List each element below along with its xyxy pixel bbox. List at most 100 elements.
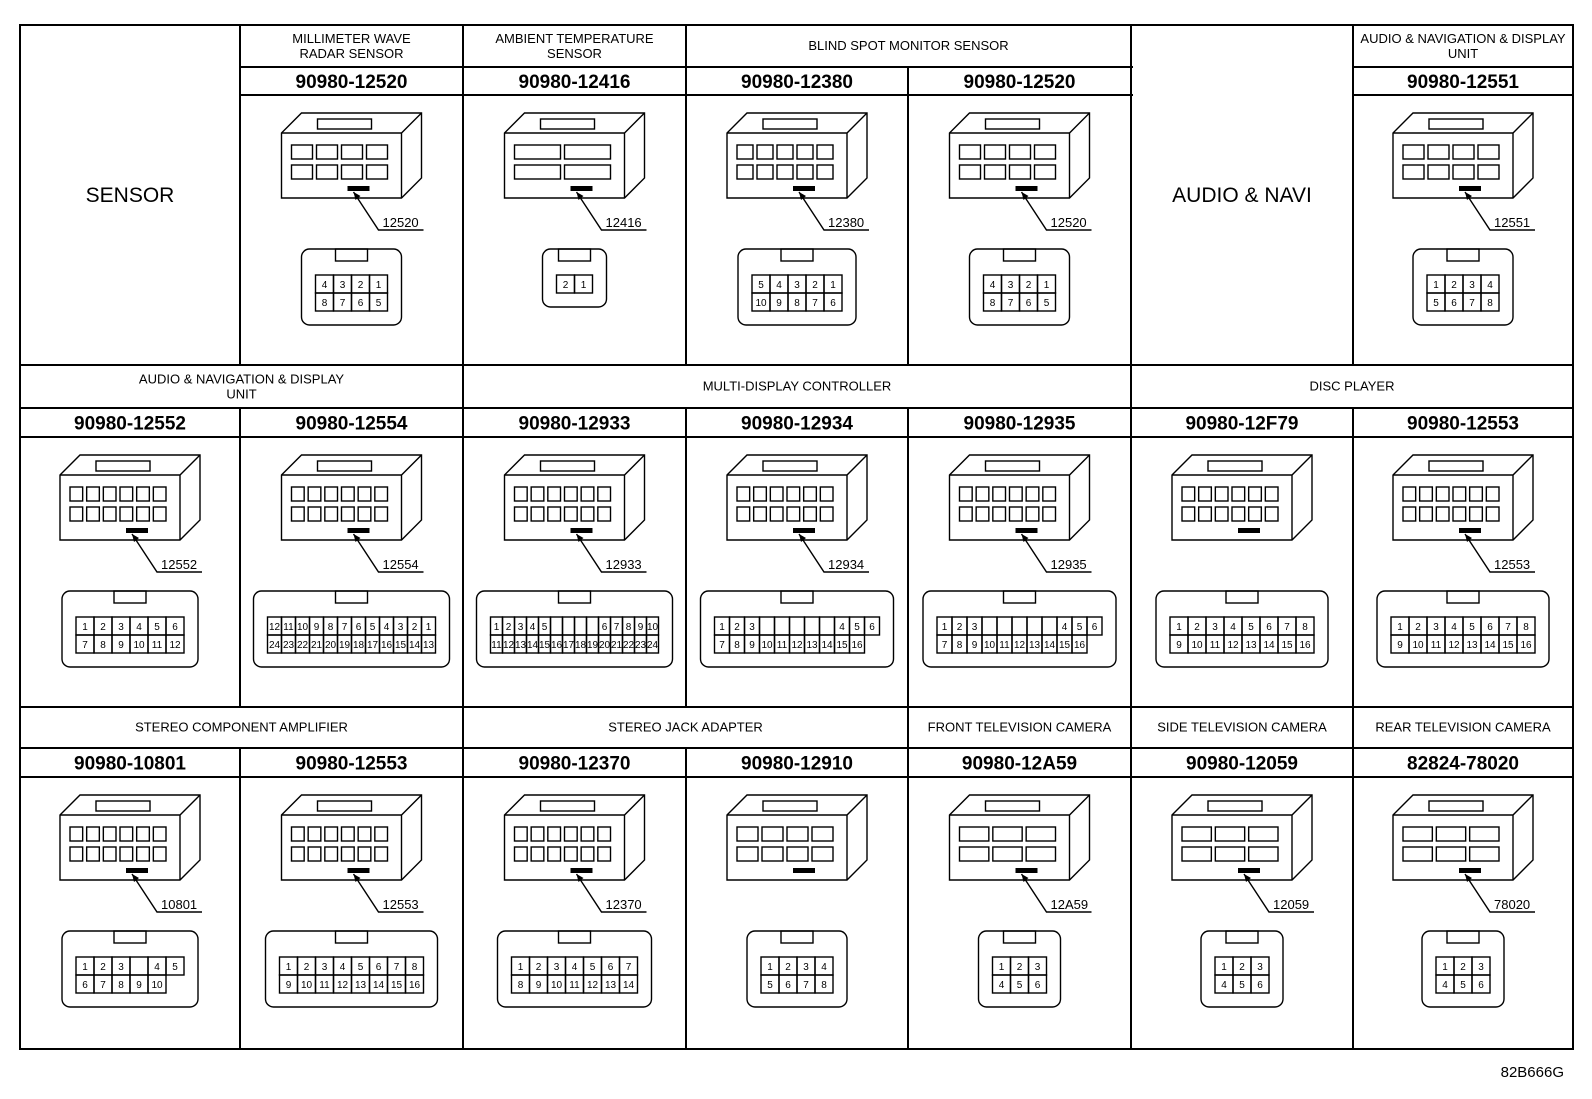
connector-housing-icon bbox=[948, 112, 1091, 199]
pin-number: 12 bbox=[337, 980, 349, 991]
pin-number: 7 bbox=[614, 622, 620, 633]
pin-number: 13 bbox=[355, 980, 367, 991]
pin-number: 5 bbox=[1469, 622, 1475, 633]
pin-number: 1 bbox=[426, 622, 432, 633]
pin-number: 14 bbox=[409, 640, 421, 651]
pin-number: 6 bbox=[358, 298, 364, 309]
pin-number: 9 bbox=[136, 980, 142, 991]
pin-number: 4 bbox=[839, 622, 845, 633]
pin-number: 2 bbox=[1017, 962, 1023, 973]
pin-number: 16 bbox=[851, 640, 863, 651]
pin-number: 8 bbox=[100, 640, 106, 651]
connector-housing-icon bbox=[280, 794, 423, 881]
pin-number: 12 bbox=[1227, 640, 1239, 651]
pin-number: 10 bbox=[133, 640, 145, 651]
pin-number: 5 bbox=[758, 280, 764, 291]
connector-code-label: 12933 bbox=[606, 557, 642, 572]
connector-housing-icon bbox=[948, 454, 1091, 541]
pin-number: 4 bbox=[990, 280, 996, 291]
pin-number: 1 bbox=[719, 622, 725, 633]
pin-number: 7 bbox=[1284, 622, 1290, 633]
pin-number: 9 bbox=[286, 980, 292, 991]
pin-number: 5 bbox=[172, 962, 178, 973]
pin-number: 17 bbox=[367, 640, 379, 651]
pin-number: 6 bbox=[785, 980, 791, 991]
pin-number: 5 bbox=[154, 622, 160, 633]
pin-number: 10 bbox=[301, 980, 313, 991]
pin-number: 1 bbox=[1442, 962, 1448, 973]
group-header: STEREO JACK ADAPTER bbox=[608, 720, 763, 735]
connector-housing-icon bbox=[1392, 794, 1534, 881]
pin-number: 2 bbox=[563, 280, 569, 291]
pin-number: 13 bbox=[1029, 640, 1041, 651]
pin-number: 5 bbox=[358, 962, 364, 973]
pin-number: 13 bbox=[423, 640, 435, 651]
pin-number: 9 bbox=[118, 640, 124, 651]
figure-code: 82B666G bbox=[1501, 1064, 1564, 1081]
pin-number: 7 bbox=[812, 298, 818, 309]
pin-number: 2 bbox=[957, 622, 963, 633]
pin-number: 5 bbox=[854, 622, 860, 633]
pin-number: 12 bbox=[169, 640, 181, 651]
pin-number: 11 bbox=[491, 640, 502, 651]
pin-number: 9 bbox=[1176, 640, 1182, 651]
pin-number: 8 bbox=[990, 298, 996, 309]
part-number: 90980-12380 bbox=[741, 72, 853, 93]
pin-number: 3 bbox=[398, 622, 404, 633]
pin-number: 3 bbox=[118, 622, 124, 633]
pin-number: 2 bbox=[1460, 962, 1466, 973]
part-number: 90980-12551 bbox=[1407, 72, 1519, 93]
pin-number: 6 bbox=[1092, 622, 1098, 633]
pin-number: 3 bbox=[1008, 280, 1014, 291]
pin-number: 8 bbox=[957, 640, 963, 651]
pin-number: 1 bbox=[494, 622, 500, 633]
pin-number: 16 bbox=[381, 640, 393, 651]
pin-number: 8 bbox=[821, 980, 827, 991]
pin-number: 10 bbox=[984, 640, 996, 651]
pin-number: 6 bbox=[172, 622, 178, 633]
pin-number: 20 bbox=[325, 640, 337, 651]
pin-number: 4 bbox=[340, 962, 346, 973]
connector-housing-icon bbox=[726, 454, 868, 541]
part-number: 90980-12520 bbox=[964, 72, 1076, 93]
pin-number: 9 bbox=[1397, 640, 1403, 651]
pin-number: 20 bbox=[599, 640, 611, 651]
pin-number: 14 bbox=[373, 980, 385, 991]
pin-number: 1 bbox=[1433, 280, 1439, 291]
pin-number: 7 bbox=[942, 640, 948, 651]
pin-number: 4 bbox=[530, 622, 536, 633]
pin-number: 5 bbox=[542, 622, 548, 633]
pin-number: 7 bbox=[82, 640, 88, 651]
pin-number: 16 bbox=[409, 980, 421, 991]
pin-number: 1 bbox=[942, 622, 948, 633]
part-number: 90980-12F79 bbox=[1185, 414, 1298, 435]
pin-number: 3 bbox=[118, 962, 124, 973]
connector-housing-icon bbox=[59, 794, 201, 881]
group-header: SIDE TELEVISION CAMERA bbox=[1157, 720, 1327, 735]
pin-number: 4 bbox=[384, 622, 390, 633]
pin-number: 12 bbox=[1014, 640, 1026, 651]
pin-number: 4 bbox=[154, 962, 160, 973]
pin-number: 4 bbox=[1451, 622, 1457, 633]
pin-number: 3 bbox=[794, 280, 800, 291]
connector-code-label: 12380 bbox=[828, 215, 864, 230]
pin-number: 6 bbox=[356, 622, 362, 633]
pin-number: 10 bbox=[1191, 640, 1203, 651]
connector-code-label: 12520 bbox=[1051, 215, 1087, 230]
pin-number: 6 bbox=[376, 962, 382, 973]
pin-number: 23 bbox=[635, 640, 647, 651]
pin-number: 5 bbox=[1248, 622, 1254, 633]
pin-number: 7 bbox=[626, 962, 632, 973]
pin-number: 12 bbox=[791, 640, 803, 651]
pin-number: 13 bbox=[605, 980, 617, 991]
pin-number: 11 bbox=[777, 640, 788, 651]
pin-number: 3 bbox=[1035, 962, 1041, 973]
pin-number: 8 bbox=[518, 980, 524, 991]
connector-code-label: 12554 bbox=[383, 557, 419, 572]
